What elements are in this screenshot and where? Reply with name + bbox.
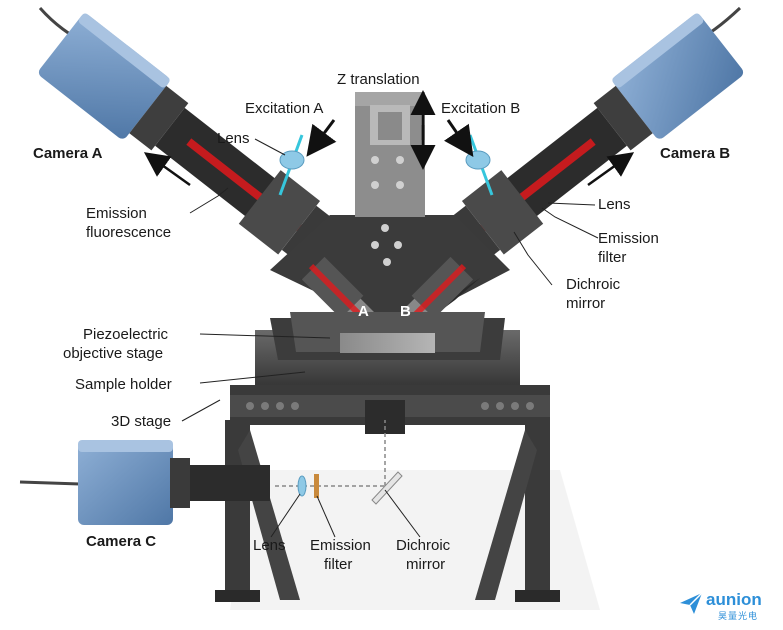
dichroic-mirror-b-label-2: mirror [566,295,606,312]
emission-filter-b-label-1: Emission [598,230,659,247]
piezo-label-2: objective stage [63,345,164,362]
objective-b-label: B [400,303,411,320]
emission-fluorescence-label-2: fluorescence [86,224,172,241]
aunion-logo-icon [680,592,703,614]
lens-a-label: Lens [217,130,250,147]
emission-fluorescence-label-1: Emission [86,205,147,222]
leader-lines [181,138,599,538]
emission-filter-c-label-2: filter [324,556,353,573]
3d-stage-label: 3D stage [111,413,172,430]
dichroic-mirror-b-label-1: Dichroic [566,276,621,293]
dichroic-mirror-c-label-1: Dichroic [396,537,451,554]
emission-filter-c-label-1: Emission [310,537,371,554]
arrows [143,90,635,187]
sample-holder-label: Sample holder [75,376,172,393]
lens-b-label: Lens [598,196,631,213]
objective-a-label: A [358,303,369,320]
camera-c-label: Camera C [86,533,157,550]
excitation-a-label: Excitation A [245,100,324,117]
camera-b-label: Camera B [660,145,731,162]
camera-a [38,7,341,269]
emission-filter-b-label-2: filter [598,249,627,266]
camera-a-label: Camera A [33,145,103,162]
piezo-label-1: Piezoelectric [83,326,169,343]
dichroic-mirror-c-label-2: mirror [406,556,446,573]
z-translation-label: Z translation [337,71,420,88]
lens-c-label: Lens [253,537,286,554]
camera-b [441,6,744,269]
logo-brand: aunion [706,590,762,609]
camera-c [19,420,403,525]
logo-sub: 昊量光电 [718,611,759,621]
excitation-b-label: Excitation B [441,100,521,117]
